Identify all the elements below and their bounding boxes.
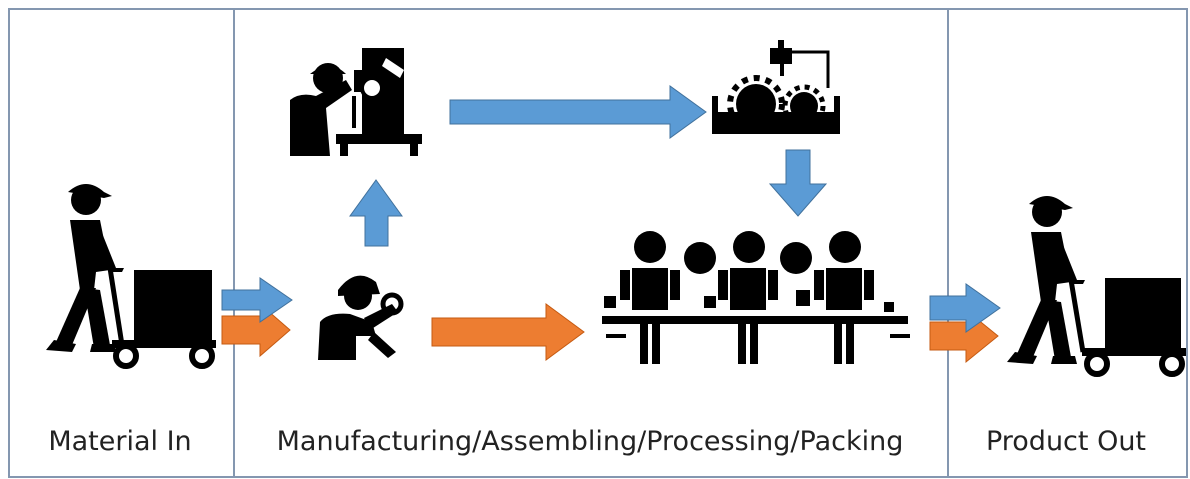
worker-pushing-cart-icon — [1007, 196, 1186, 377]
flow-arrow-blue-down — [768, 149, 828, 217]
flow-arrow-blue-in — [221, 277, 293, 323]
diagram-frame — [8, 8, 1188, 478]
section-label-material-in: Material In — [48, 426, 191, 457]
flow-arrow-orange-long — [431, 303, 585, 361]
flow-arrow-blue-right — [449, 85, 707, 139]
drill-press-operator-icon — [290, 48, 422, 156]
worker-pushing-cart-icon — [46, 184, 216, 369]
mechanic-with-wrench-icon — [318, 275, 404, 360]
assembly-line-workers-icon — [602, 231, 910, 364]
flow-arrow-blue-out — [929, 283, 1001, 333]
gear-machine-icon — [712, 40, 840, 134]
flow-arrow-blue-up — [349, 179, 403, 247]
section-label-process: Manufacturing/Assembling/Processing/Pack… — [277, 426, 904, 457]
section-label-product-out: Product Out — [986, 426, 1146, 457]
flow-arrow-orange-in — [221, 302, 291, 358]
